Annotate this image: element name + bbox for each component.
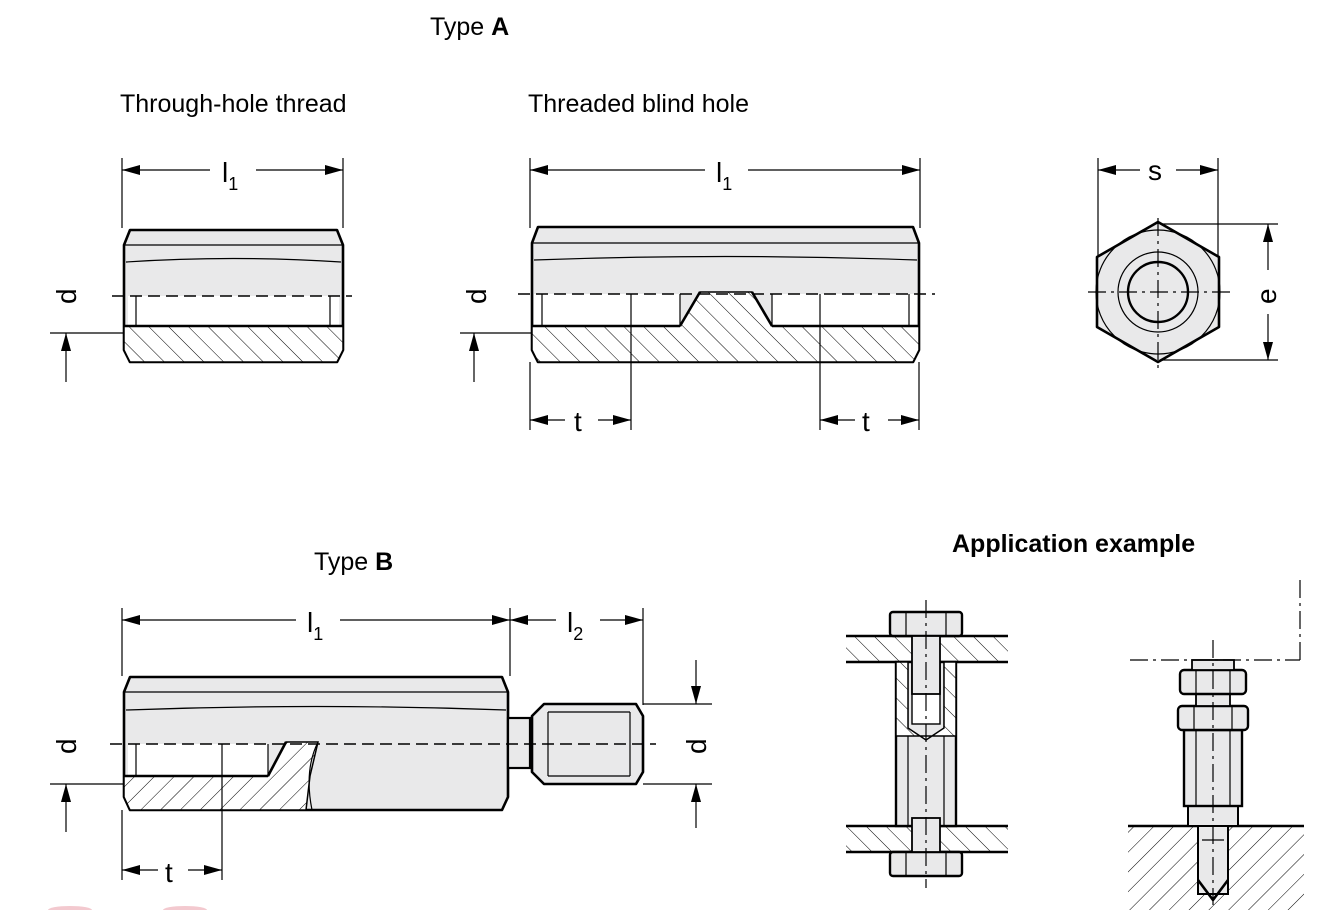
type-b-heading: Type B xyxy=(314,548,393,576)
dim-t-blind-left: t xyxy=(574,406,582,437)
dim-e: e xyxy=(1251,288,1282,304)
blind-hole-heading: Threaded blind hole xyxy=(528,90,749,118)
application-example-right xyxy=(1128,580,1304,910)
dim-d-typeb-right: d xyxy=(681,738,712,754)
type-a-heading: Type A xyxy=(430,13,509,41)
type-b-view: l1 l2 d xyxy=(50,607,712,888)
dim-d-through: d xyxy=(51,288,82,304)
dim-l1-through: l1 xyxy=(222,157,238,194)
dim-l1-blind: l1 xyxy=(716,157,732,194)
hex-end-view: s e xyxy=(1088,155,1282,368)
through-hole-heading: Through-hole thread xyxy=(120,90,347,118)
blind-hole-view: l1 d t t xyxy=(460,157,935,437)
dim-d-blind: d xyxy=(461,288,492,304)
bottom-edge-marks xyxy=(48,906,207,910)
dim-l1-typeb: l1 xyxy=(307,607,323,644)
dim-s: s xyxy=(1148,155,1162,186)
through-hole-view: l1 d xyxy=(50,157,352,382)
dim-t-blind-right: t xyxy=(862,406,870,437)
dim-l2-typeb: l2 xyxy=(567,607,583,644)
application-example-left xyxy=(846,600,1008,888)
application-heading: Application example xyxy=(952,530,1195,558)
dim-t-typeb: t xyxy=(165,857,173,888)
dim-d-typeb-left: d xyxy=(51,738,82,754)
